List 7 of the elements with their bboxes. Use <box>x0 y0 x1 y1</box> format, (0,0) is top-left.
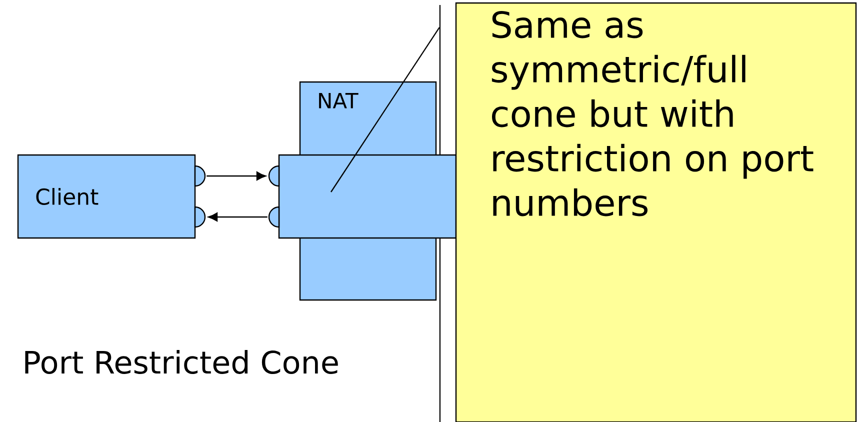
arrow <box>206 172 266 180</box>
leader-line <box>330 27 440 192</box>
arrow <box>208 212 268 222</box>
port-box <box>278 154 457 239</box>
callout-box: Same as symmetric/full cone but with restriction on port numbers <box>455 2 857 422</box>
diagram-caption: Port Restricted Cone <box>25 350 338 374</box>
client-box: Client <box>17 154 196 239</box>
